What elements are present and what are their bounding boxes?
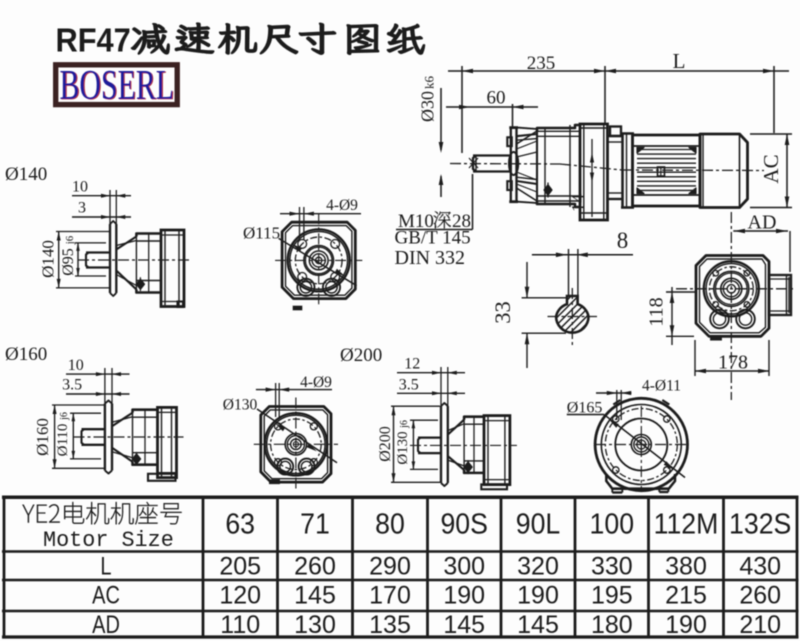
- svg-text:Ø115: Ø115: [243, 224, 280, 243]
- svg-text:145: 145: [294, 582, 336, 610]
- svg-text:3: 3: [78, 200, 86, 217]
- svg-text:145: 145: [443, 611, 485, 639]
- svg-text:4-Ø9: 4-Ø9: [326, 197, 358, 214]
- svg-text:4-Ø11: 4-Ø11: [642, 378, 681, 395]
- svg-text:GB/T 145: GB/T 145: [395, 228, 471, 249]
- svg-text:380: 380: [665, 553, 707, 581]
- svg-text:290: 290: [369, 553, 411, 581]
- svg-text:Ø30: Ø30: [418, 91, 438, 122]
- svg-text:28: 28: [452, 211, 471, 232]
- svg-text:Ø130: Ø130: [395, 431, 411, 464]
- svg-text:AD: AD: [92, 611, 120, 639]
- svg-text:135: 135: [369, 611, 411, 639]
- svg-text:33: 33: [490, 301, 515, 324]
- svg-text:190: 190: [665, 611, 707, 639]
- svg-text:71: 71: [300, 507, 330, 539]
- svg-text:Ø130: Ø130: [223, 397, 258, 414]
- svg-text:205: 205: [219, 553, 261, 581]
- svg-text:Ø200: Ø200: [377, 426, 394, 462]
- svg-text:63: 63: [225, 507, 255, 539]
- svg-text:10: 10: [68, 357, 84, 374]
- svg-text:AC: AC: [759, 154, 783, 183]
- svg-text:178: 178: [718, 352, 748, 374]
- svg-text:Ø165: Ø165: [567, 400, 603, 417]
- svg-text:110: 110: [220, 611, 260, 639]
- svg-text:4-Ø9: 4-Ø9: [300, 374, 332, 391]
- svg-text:120: 120: [219, 582, 261, 610]
- svg-text:BOSERL: BOSERL: [60, 61, 175, 108]
- svg-text:100: 100: [590, 507, 635, 539]
- svg-text:235: 235: [527, 53, 556, 74]
- svg-text:180: 180: [591, 611, 633, 639]
- svg-text:430: 430: [739, 553, 781, 581]
- svg-text:Ø95: Ø95: [60, 248, 77, 276]
- svg-text:Ø140: Ø140: [39, 240, 58, 278]
- svg-text:j6: j6: [59, 412, 70, 421]
- svg-text:Ø110: Ø110: [55, 424, 71, 457]
- svg-text:320: 320: [517, 553, 559, 581]
- svg-text:10: 10: [72, 179, 88, 196]
- svg-text:60: 60: [487, 88, 506, 109]
- svg-text:215: 215: [665, 582, 707, 610]
- svg-text:Motor Size: Motor Size: [43, 528, 174, 553]
- svg-text:190: 190: [517, 582, 559, 610]
- svg-text:300: 300: [443, 553, 485, 581]
- svg-text:Ø160: Ø160: [5, 344, 47, 365]
- svg-text:DIN 332: DIN 332: [395, 247, 466, 269]
- svg-text:k6: k6: [422, 76, 437, 90]
- svg-text:80: 80: [375, 507, 405, 539]
- svg-text:Ø200: Ø200: [340, 345, 382, 366]
- svg-text:90S: 90S: [440, 507, 487, 539]
- svg-text:330: 330: [591, 553, 633, 581]
- svg-text:L: L: [100, 552, 111, 580]
- svg-text:170: 170: [369, 582, 411, 610]
- svg-text:j6: j6: [399, 420, 410, 429]
- svg-text:8: 8: [617, 228, 629, 253]
- svg-text:210: 210: [739, 611, 781, 639]
- svg-text:AD: AD: [748, 212, 777, 234]
- svg-text:AC: AC: [92, 581, 120, 609]
- svg-text:118: 118: [646, 297, 668, 326]
- svg-text:190: 190: [443, 582, 485, 610]
- svg-text:145: 145: [517, 611, 559, 639]
- svg-text:M10: M10: [398, 211, 434, 232]
- svg-text:j6: j6: [64, 235, 76, 245]
- svg-text:14: 14: [568, 194, 588, 212]
- svg-text:L: L: [673, 49, 686, 73]
- svg-text:90L: 90L: [516, 507, 561, 539]
- svg-text:260: 260: [294, 553, 336, 581]
- svg-text:Ø140: Ø140: [5, 164, 47, 185]
- svg-text:Ø160: Ø160: [33, 418, 52, 456]
- svg-text:132S: 132S: [729, 507, 791, 539]
- svg-text:260: 260: [739, 582, 781, 610]
- svg-text:195: 195: [591, 582, 633, 610]
- svg-text:BOSERL: BOSERL: [60, 61, 175, 108]
- svg-text:12: 12: [404, 356, 420, 373]
- svg-text:3.5: 3.5: [62, 377, 82, 394]
- svg-text:112M: 112M: [654, 507, 719, 539]
- svg-text:3.5: 3.5: [399, 376, 419, 393]
- svg-text:RF47: RF47: [56, 21, 131, 58]
- svg-text:130: 130: [294, 611, 336, 639]
